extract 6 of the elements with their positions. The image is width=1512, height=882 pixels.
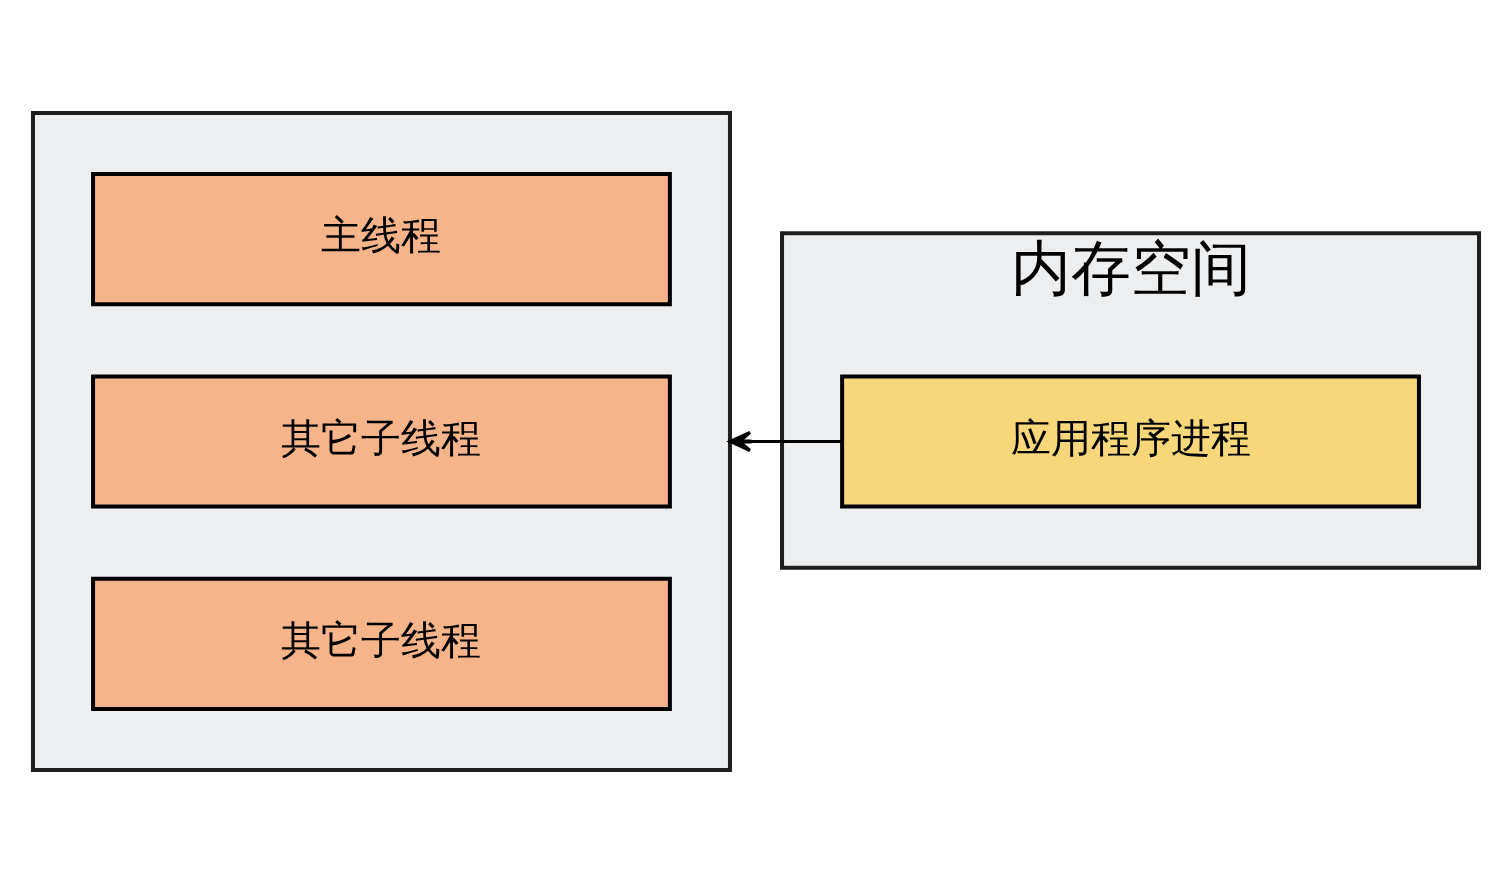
arrow [728,430,843,452]
node-box: 应用程序进程 [840,373,1421,509]
cluster [30,110,732,772]
node-box: 主线程 [91,171,672,306]
node-box: 其它子线程 [91,373,672,509]
node-box: 其它子线程 [91,576,672,711]
